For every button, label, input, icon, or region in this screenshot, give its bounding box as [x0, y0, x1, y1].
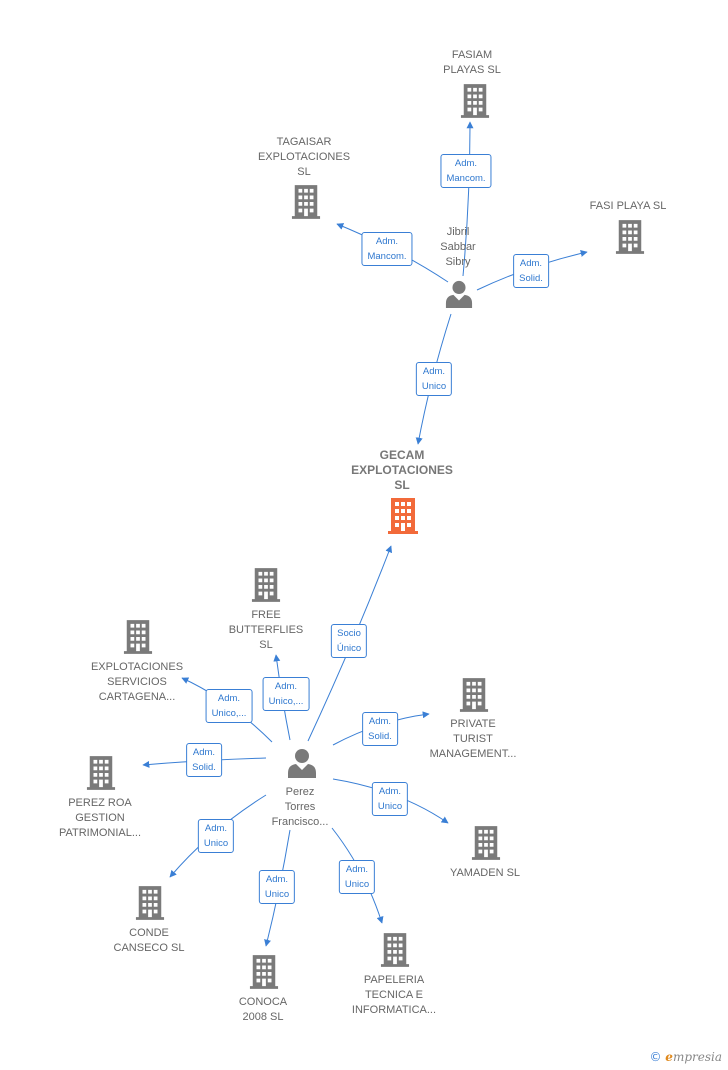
company-label-explotaciones-servicios[interactable]: EXPLOTACIONES SERVICIOS CARTAGENA... — [90, 661, 184, 703]
building-icon[interactable] — [459, 678, 489, 712]
edge-label-perez-yamaden[interactable]: Adm. Unico — [371, 782, 409, 816]
edge-label-jibril-fasi[interactable]: Adm. Solid. — [513, 254, 549, 288]
company-label-conde-canseco[interactable]: CONDE CANSECO SL — [113, 927, 185, 954]
building-icon[interactable] — [387, 498, 419, 534]
company-label-tagaisar[interactable]: TAGAISAR EXPLOTACIONES SL — [257, 136, 351, 178]
edge-label-perez-papeleria[interactable]: Adm. Unico — [338, 860, 376, 894]
edge-label-perez-gecam[interactable]: Socio Único — [330, 624, 368, 658]
brand-initial: e — [665, 1050, 673, 1064]
company-label-private-turist[interactable]: PRIVATE TURIST MANAGEMENT... — [429, 718, 517, 760]
building-icon[interactable] — [86, 756, 116, 790]
building-icon[interactable] — [123, 620, 153, 654]
person-icon[interactable] — [445, 280, 473, 308]
company-label-free-butterflies[interactable]: FREE BUTTERFLIES SL — [228, 609, 304, 651]
building-icon[interactable] — [291, 185, 321, 219]
building-icon[interactable] — [249, 955, 279, 989]
edge-label-jibril-gecam[interactable]: Adm. Unico — [415, 362, 453, 396]
company-label-perez-roa[interactable]: PEREZ ROA GESTION PATRIMONIAL... — [58, 797, 142, 839]
edge-label-perez-conoca[interactable]: Adm. Unico — [258, 870, 296, 904]
company-label-yamaden[interactable]: YAMADEN SL — [449, 867, 521, 879]
building-icon[interactable] — [380, 933, 410, 967]
company-label-papeleria[interactable]: PAPELERIA TECNICA E INFORMATICA... — [351, 974, 437, 1016]
company-label-fasiam[interactable]: FASIAM PLAYAS SL — [443, 49, 501, 76]
company-label-conoca[interactable]: CONOCA 2008 SL — [238, 996, 288, 1023]
building-icon[interactable] — [471, 826, 501, 860]
edge-jibril-fasiam — [462, 121, 474, 277]
edge-label-perez-explot[interactable]: Adm. Unico,... — [205, 689, 253, 723]
brand-name: mpresia — [672, 1050, 722, 1064]
copyright-icon: © — [649, 1050, 662, 1064]
company-label-gecam[interactable]: GECAM EXPLOTACIONES SL — [351, 448, 453, 492]
edge-label-perez-conde[interactable]: Adm. Unico — [197, 819, 235, 853]
building-icon[interactable] — [615, 220, 645, 254]
building-icon[interactable] — [135, 886, 165, 920]
person-icon[interactable] — [287, 748, 317, 778]
empresia-logo[interactable]: © empresia — [649, 1050, 722, 1064]
building-icon[interactable] — [460, 84, 490, 118]
edge-label-perez-perez-roa[interactable]: Adm. Solid. — [186, 743, 222, 777]
edge-label-jibril-tagaisar[interactable]: Adm. Mancom. — [361, 232, 413, 266]
edge-label-perez-free[interactable]: Adm. Unico,... — [262, 677, 310, 711]
person-label-jibril[interactable]: Jibril Sabbar Sibry — [440, 226, 476, 268]
edge-label-jibril-fasiam[interactable]: Adm. Mancom. — [440, 154, 492, 188]
person-label-perez-torres[interactable]: Perez Torres Francisco... — [271, 786, 329, 828]
building-icon[interactable] — [251, 568, 281, 602]
company-label-fasi-playa[interactable]: FASI PLAYA SL — [589, 200, 667, 212]
edge-label-perez-private[interactable]: Adm. Solid. — [362, 712, 398, 746]
